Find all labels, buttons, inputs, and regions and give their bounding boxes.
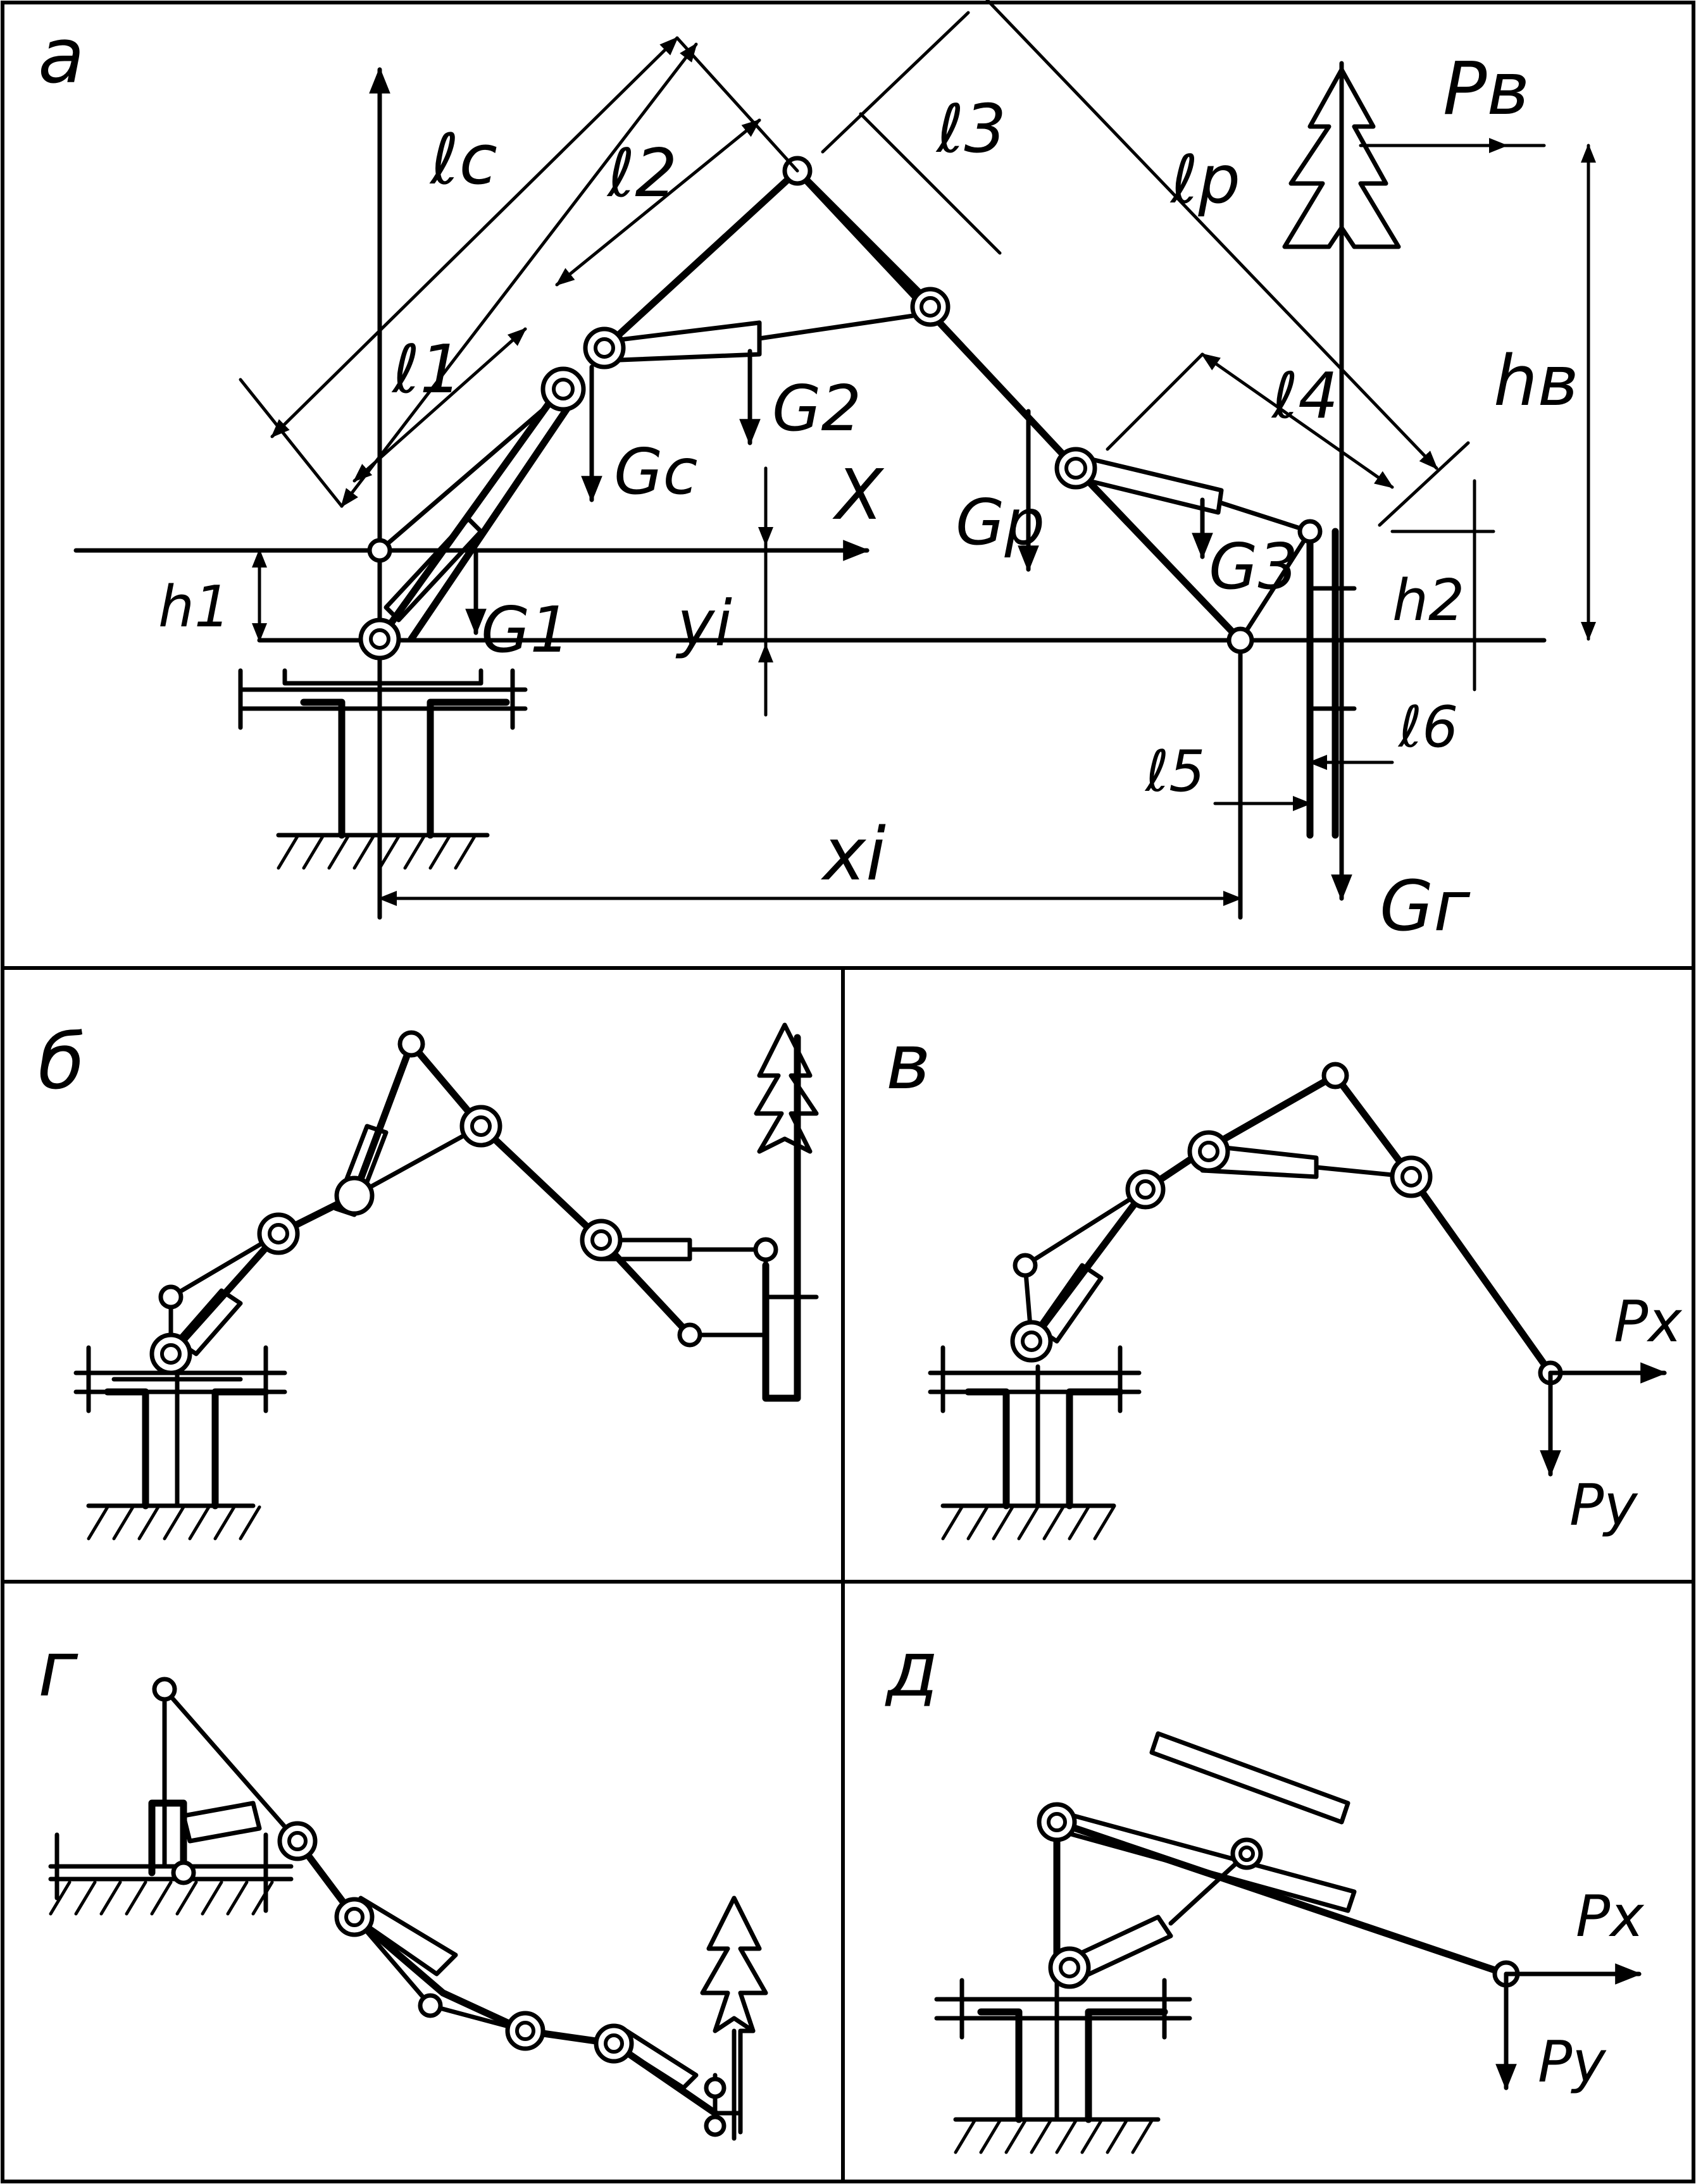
cylinder-1 bbox=[383, 516, 483, 623]
label-d-Px: Px bbox=[1576, 1883, 1645, 1950]
label-v-Py: Py bbox=[1569, 1472, 1638, 1539]
cylinder-3 bbox=[1073, 453, 1224, 515]
label-lc: ℓc bbox=[429, 119, 497, 200]
label-l4: ℓ4 bbox=[1271, 359, 1338, 433]
label-l5: ℓ5 bbox=[1144, 738, 1205, 805]
label-v-Px: Px bbox=[1614, 1289, 1683, 1355]
ground-hatch-a bbox=[276, 833, 490, 870]
panel-letter-d: д bbox=[885, 1626, 938, 1714]
panel-letter-v: в bbox=[886, 1019, 931, 1107]
panel-g-scheme bbox=[48, 1677, 768, 2141]
panel-a-scheme: ℓc ℓ2 ℓ3 ℓр ℓ1 ℓ4 hв Pв X h1 h2 yi xi G1… bbox=[73, 0, 1596, 946]
dimension-lines-a bbox=[239, 0, 1596, 906]
label-Gg: Gг bbox=[1380, 866, 1471, 946]
label-l3: ℓ3 bbox=[935, 90, 1006, 168]
label-h2: h2 bbox=[1392, 568, 1464, 634]
label-X: X bbox=[832, 454, 885, 535]
panel-letter-a: а bbox=[38, 13, 85, 101]
label-G2: G2 bbox=[772, 371, 861, 445]
gravity-arrows-a bbox=[465, 349, 1213, 636]
label-Pb: Pв bbox=[1443, 47, 1530, 132]
label-lp: ℓр bbox=[1169, 141, 1240, 218]
label-h1: h1 bbox=[158, 574, 230, 640]
grip-a bbox=[1306, 528, 1339, 839]
panel-letter-g: г bbox=[38, 1626, 78, 1714]
label-Gp: Gр bbox=[956, 485, 1045, 559]
label-G1: G1 bbox=[481, 593, 570, 667]
label-Gc: Gс bbox=[614, 435, 697, 509]
label-G3: G3 bbox=[1209, 530, 1298, 604]
label-l2: ℓ2 bbox=[606, 135, 677, 212]
panel-letter-b: б bbox=[38, 1019, 85, 1107]
label-l1: ℓ1 bbox=[391, 331, 462, 408]
boom-link-3 bbox=[794, 167, 1244, 644]
column-a bbox=[300, 698, 510, 839]
panel-b-scheme bbox=[73, 1022, 819, 1541]
label-l6: ℓ6 bbox=[1397, 694, 1458, 760]
panel-d-scheme: Px Py bbox=[934, 1731, 1645, 2154]
label-hb: hв bbox=[1493, 340, 1579, 421]
label-xi: xi bbox=[821, 812, 886, 897]
panel-v-scheme: Px Py bbox=[928, 1062, 1683, 1541]
label-d-Py: Py bbox=[1538, 2029, 1607, 2095]
label-yi: yi bbox=[675, 586, 732, 661]
